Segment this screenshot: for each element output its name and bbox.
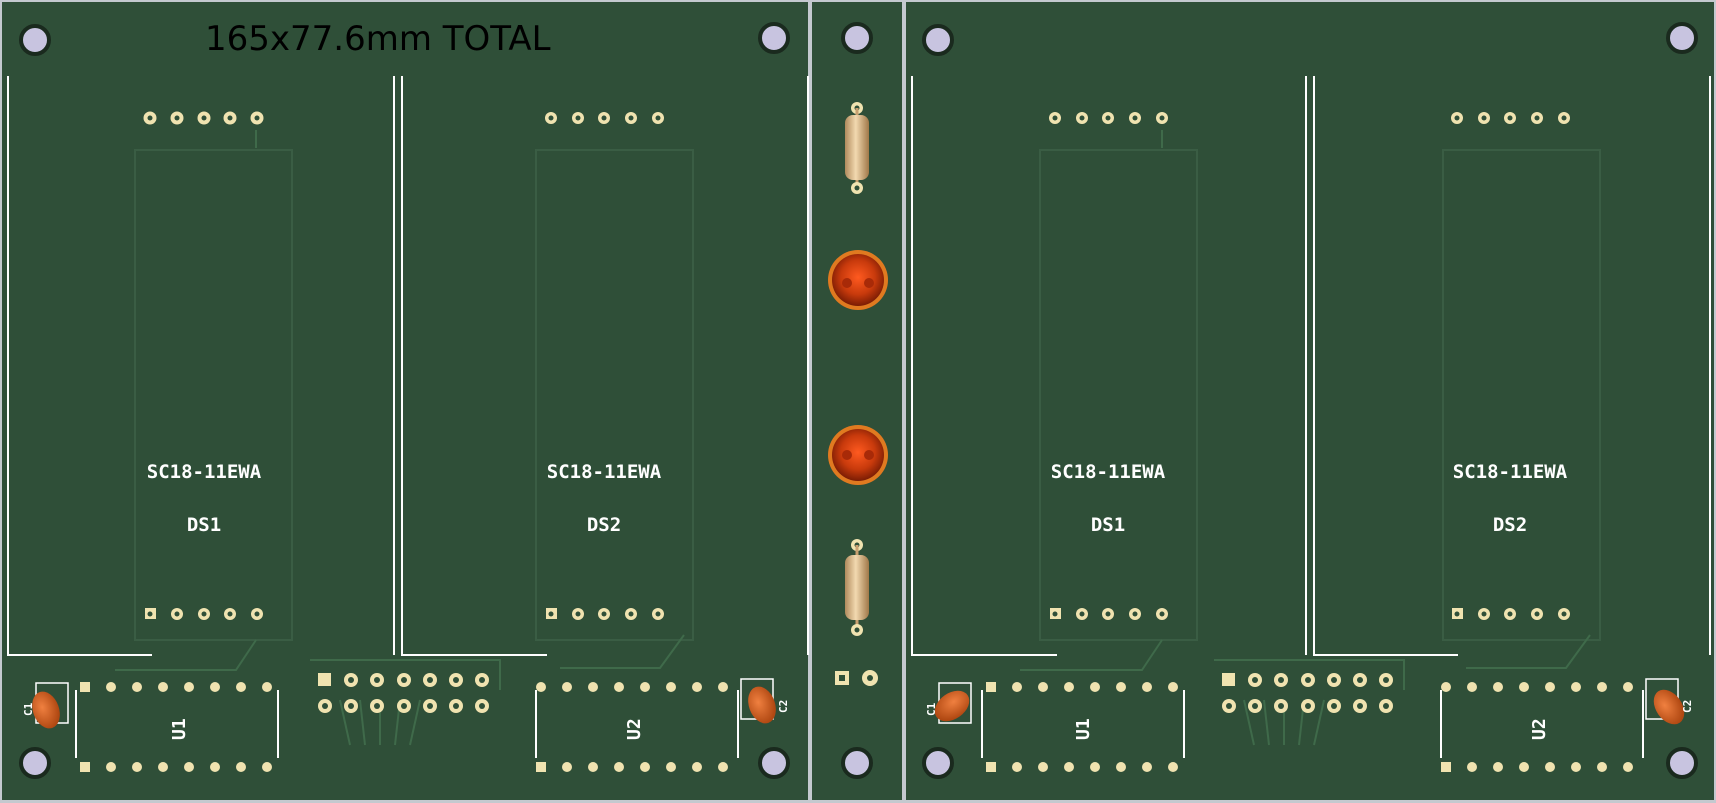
right-u2-label: U2 [1529, 718, 1550, 740]
c1-label: C1 [22, 702, 35, 716]
connector-2pin [835, 670, 878, 686]
mounting-holes [19, 22, 790, 779]
display-outlines [7, 76, 809, 656]
c2-label: C2 [777, 700, 790, 713]
left-board [2, 2, 808, 800]
right-panel: SC18-11EWA DS1 SC18-11EWA DS2 U1 [906, 2, 1714, 800]
right-ds2-ref-label: DS2 [1493, 514, 1527, 536]
u2-footprint: U2 [535, 682, 739, 772]
led-top [828, 250, 888, 310]
c2-capacitor: C2 [740, 678, 790, 724]
right-ds1-ref-label: DS1 [1091, 514, 1125, 536]
ds2-part-label: SC18-11EWA [547, 461, 662, 483]
board-size-label: 165x77.6mm TOTAL [205, 19, 551, 59]
right-c2-label: C2 [1681, 700, 1694, 713]
resistor-bottom [845, 539, 869, 636]
led-bottom [828, 425, 888, 485]
right-u2-footprint: U2 [1440, 682, 1644, 772]
right-c2-capacitor: C2 [1645, 678, 1694, 725]
resistor-top [845, 102, 869, 194]
header-connector [318, 673, 489, 713]
right-u1-label: U1 [1073, 718, 1094, 740]
c1-capacitor: C1 [22, 682, 69, 729]
ds1-part-label: SC18-11EWA [147, 461, 262, 483]
right-ds1-part-label: SC18-11EWA [1051, 461, 1166, 483]
right-c1-capacitor: C1 [925, 682, 972, 724]
ds1-ref-label: DS1 [187, 514, 221, 536]
left-panel: 165x77.6mm TOTAL [2, 2, 809, 800]
right-u1-footprint: U1 [981, 682, 1185, 772]
u1-footprint: U1 [75, 682, 279, 772]
right-c1-label: C1 [925, 702, 938, 716]
right-ds2-part-label: SC18-11EWA [1453, 461, 1568, 483]
ds2-ref-label: DS2 [587, 514, 621, 536]
u2-label: U2 [624, 718, 645, 740]
u1-label: U1 [169, 718, 190, 740]
center-strip [812, 2, 902, 800]
